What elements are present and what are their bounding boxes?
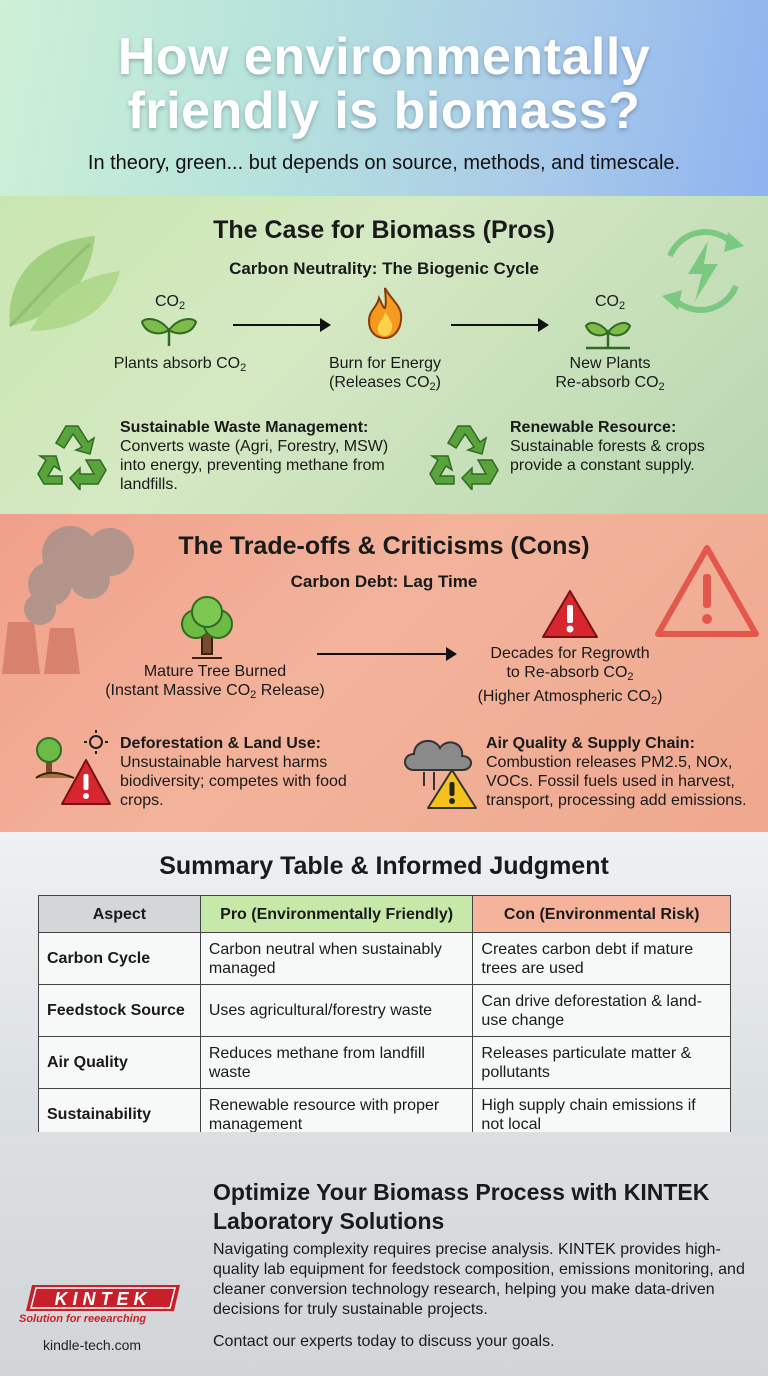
feature-renewable-resource: Renewable Resource: Sustainable forests …: [510, 419, 705, 474]
summary-table: Aspect Pro (Environmentally Friendly) Co…: [38, 895, 731, 1141]
column-header-pro: Pro (Environmentally Friendly): [199, 895, 474, 933]
carbon-debt-left-label: Mature Tree Burned (Instant Massive CO2 …: [105, 663, 325, 701]
table-cell-con: Releases particulate matter & pollutants: [472, 1036, 731, 1089]
footer-cta-section: Optimize Your Biomass Process with KINTE…: [0, 1132, 768, 1376]
table-cell-aspect: Feedstock Source: [38, 984, 201, 1037]
column-header-con: Con (Environmental Risk): [472, 895, 731, 933]
cta-contact[interactable]: Contact our experts today to discuss you…: [213, 1333, 555, 1350]
carbon-debt-right-label: Decades for Regrowth to Re-absorb CO2 (H…: [477, 645, 663, 707]
recycle-icon: [37, 425, 107, 490]
energy-cycle-icon: [662, 229, 744, 313]
kintek-logo[interactable]: KINTEK: [24, 1283, 182, 1313]
logo-tagline: Solution for reeearching: [19, 1313, 147, 1325]
cycle-co2-label-1: CO2: [154, 293, 186, 312]
feature-air-quality: Air Quality & Supply Chain: Combustion r…: [486, 735, 747, 809]
flame-icon: [367, 287, 403, 340]
cons-subtitle: Carbon Debt: Lag Time: [290, 572, 478, 591]
sprout-icon: [584, 321, 632, 350]
sprout-icon: [140, 318, 198, 346]
table-cell-pro: Carbon neutral when sustainably managed: [199, 932, 474, 985]
cycle-label-new-plants: New Plants Re-absorb CO2: [555, 355, 665, 393]
summary-title: Summary Table & Informed Judgment: [159, 852, 609, 880]
cycle-co2-label-2: CO2: [594, 293, 626, 312]
title-line-1: How environmentally: [117, 28, 651, 86]
website-link[interactable]: kindle-tech.com: [43, 1337, 142, 1353]
feature-deforestation: Deforestation & Land Use: Unsustainable …: [120, 735, 347, 809]
pros-title: The Case for Biomass (Pros): [213, 216, 555, 244]
table-cell-con: Creates carbon debt if mature trees are …: [472, 932, 731, 985]
cycle-label-burn: Burn for Energy (Releases CO2): [328, 355, 442, 393]
table-cell-pro: Uses agricultural/forestry waste: [199, 984, 474, 1037]
table-cell-con: Can drive deforestation & land-use chang…: [472, 984, 731, 1037]
feature-waste-management: Sustainable Waste Management: Converts w…: [120, 419, 389, 493]
cycle-label-plants-absorb: Plants absorb CO2: [113, 355, 247, 374]
cycle-arrow-2: [451, 318, 549, 332]
header: How environmentally friendly is biomass?…: [0, 0, 768, 196]
pros-subtitle: Carbon Neutrality: The Biogenic Cycle: [229, 259, 539, 278]
page-subtitle: In theory, green... but depends on sourc…: [87, 152, 681, 174]
table-cell-pro: Reduces methane from landfill waste: [199, 1036, 474, 1089]
deforestation-icon: [35, 730, 111, 805]
cycle-arrow-1: [233, 318, 331, 332]
recycle-icon: [429, 425, 499, 490]
table-cell-aspect: Carbon Cycle: [38, 932, 201, 985]
cta-body: Navigating complexity requires precise a…: [213, 1241, 745, 1318]
column-header-aspect: Aspect: [38, 895, 201, 933]
title-line-2: friendly is biomass?: [127, 82, 641, 140]
table-row: Feedstock Source Uses agricultural/fores…: [38, 984, 731, 1037]
page-title: How environmentally friendly is biomass?: [0, 30, 768, 138]
cons-title: The Trade-offs & Criticisms (Cons): [178, 532, 590, 560]
cloud-icon: [404, 739, 477, 809]
summary-section: Summary Table & Informed Judgment Aspect…: [0, 832, 768, 1141]
warning-icon: [655, 545, 759, 637]
tree-icon: [181, 596, 233, 659]
table-cell-aspect: Air Quality: [38, 1036, 201, 1089]
cons-section: The Trade-offs & Criticisms (Cons) Carbo…: [0, 514, 768, 832]
table-header-row: Aspect Pro (Environmentally Friendly) Co…: [38, 895, 731, 933]
smokestack-icon: [2, 526, 134, 674]
cta-title: Optimize Your Biomass Process with KINTE…: [213, 1179, 710, 1234]
warning-icon: [542, 590, 598, 638]
table-row: Air Quality Reduces methane from landfil…: [38, 1036, 731, 1089]
carbon-debt-arrow: [317, 647, 457, 661]
leaves-icon: [8, 236, 120, 331]
table-row: Carbon Cycle Carbon neutral when sustain…: [38, 932, 731, 985]
pros-section: The Case for Biomass (Pros) Carbon Neutr…: [0, 196, 768, 514]
logo-text: KINTEK: [55, 1289, 152, 1309]
